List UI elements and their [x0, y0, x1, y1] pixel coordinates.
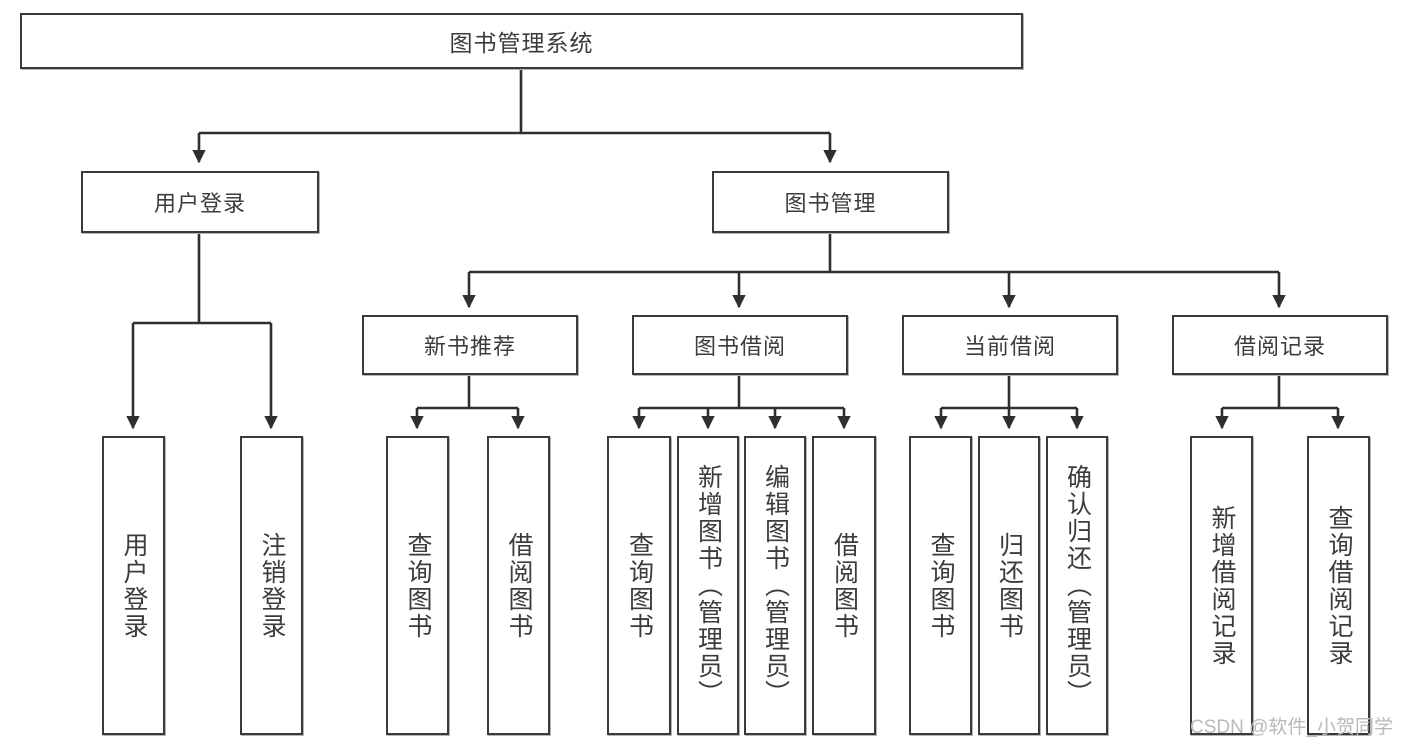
node-leaf-add-borrow-record[interactable]: 新增借阅记录 — [1190, 436, 1253, 735]
node-label: 新增借阅记录 — [1208, 504, 1236, 667]
node-label: 用户登录 — [120, 531, 148, 640]
node-label: 查询图书 — [404, 531, 432, 640]
node-label: 借阅图书 — [505, 531, 533, 640]
node-label: 查询图书 — [927, 531, 955, 640]
node-leaf-return-book[interactable]: 归还图书 — [978, 436, 1040, 735]
node-leaf-query-borrow-record[interactable]: 查询借阅记录 — [1307, 436, 1370, 735]
node-label: 当前借阅 — [963, 334, 1056, 359]
node-leaf-borrow-book-newbook[interactable]: 借阅图书 — [487, 436, 550, 735]
node-root-system[interactable]: 图书管理系统 — [20, 13, 1023, 69]
node-label: 图书借阅 — [693, 334, 786, 359]
node-label: 新书推荐 — [423, 334, 516, 359]
node-leaf-user-login[interactable]: 用户登录 — [102, 436, 165, 735]
node-label: 借阅图书 — [830, 531, 859, 640]
node-current-borrow[interactable]: 当前借阅 — [902, 315, 1118, 375]
node-label: 借阅记录 — [1233, 334, 1326, 359]
node-leaf-edit-book-admin[interactable]: 编辑图书（管理员） — [744, 436, 806, 735]
node-label: 查询图书 — [625, 531, 654, 640]
node-user-login[interactable]: 用户登录 — [81, 171, 319, 233]
csdn-watermark: CSDN @软件_小贺同学 — [1190, 717, 1393, 738]
node-label: 图书管理系统 — [449, 30, 594, 56]
node-label: 用户登录 — [153, 191, 246, 216]
node-leaf-query-book-current[interactable]: 查询图书 — [909, 436, 972, 735]
node-label: 归还图书 — [995, 531, 1024, 640]
node-leaf-borrow-book[interactable]: 借阅图书 — [812, 436, 876, 735]
node-label: 新增图书（管理员） — [694, 464, 723, 707]
node-leaf-query-book-newbook[interactable]: 查询图书 — [386, 436, 449, 735]
node-leaf-query-book-borrow[interactable]: 查询图书 — [607, 436, 671, 735]
node-label: 查询借阅记录 — [1325, 504, 1353, 667]
node-leaf-confirm-return-admin[interactable]: 确认归还（管理员） — [1046, 436, 1108, 735]
node-leaf-add-book-admin[interactable]: 新增图书（管理员） — [677, 436, 739, 735]
node-label: 编辑图书（管理员） — [761, 464, 790, 707]
node-label: 确认归还（管理员） — [1063, 464, 1092, 707]
node-label: 图书管理 — [784, 191, 877, 216]
node-leaf-logout[interactable]: 注销登录 — [240, 436, 303, 735]
node-borrow-record[interactable]: 借阅记录 — [1172, 315, 1388, 375]
node-new-book-recommend[interactable]: 新书推荐 — [362, 315, 578, 375]
node-book-borrow[interactable]: 图书借阅 — [632, 315, 848, 375]
node-book-management[interactable]: 图书管理 — [712, 171, 949, 233]
node-label: 注销登录 — [258, 531, 286, 640]
